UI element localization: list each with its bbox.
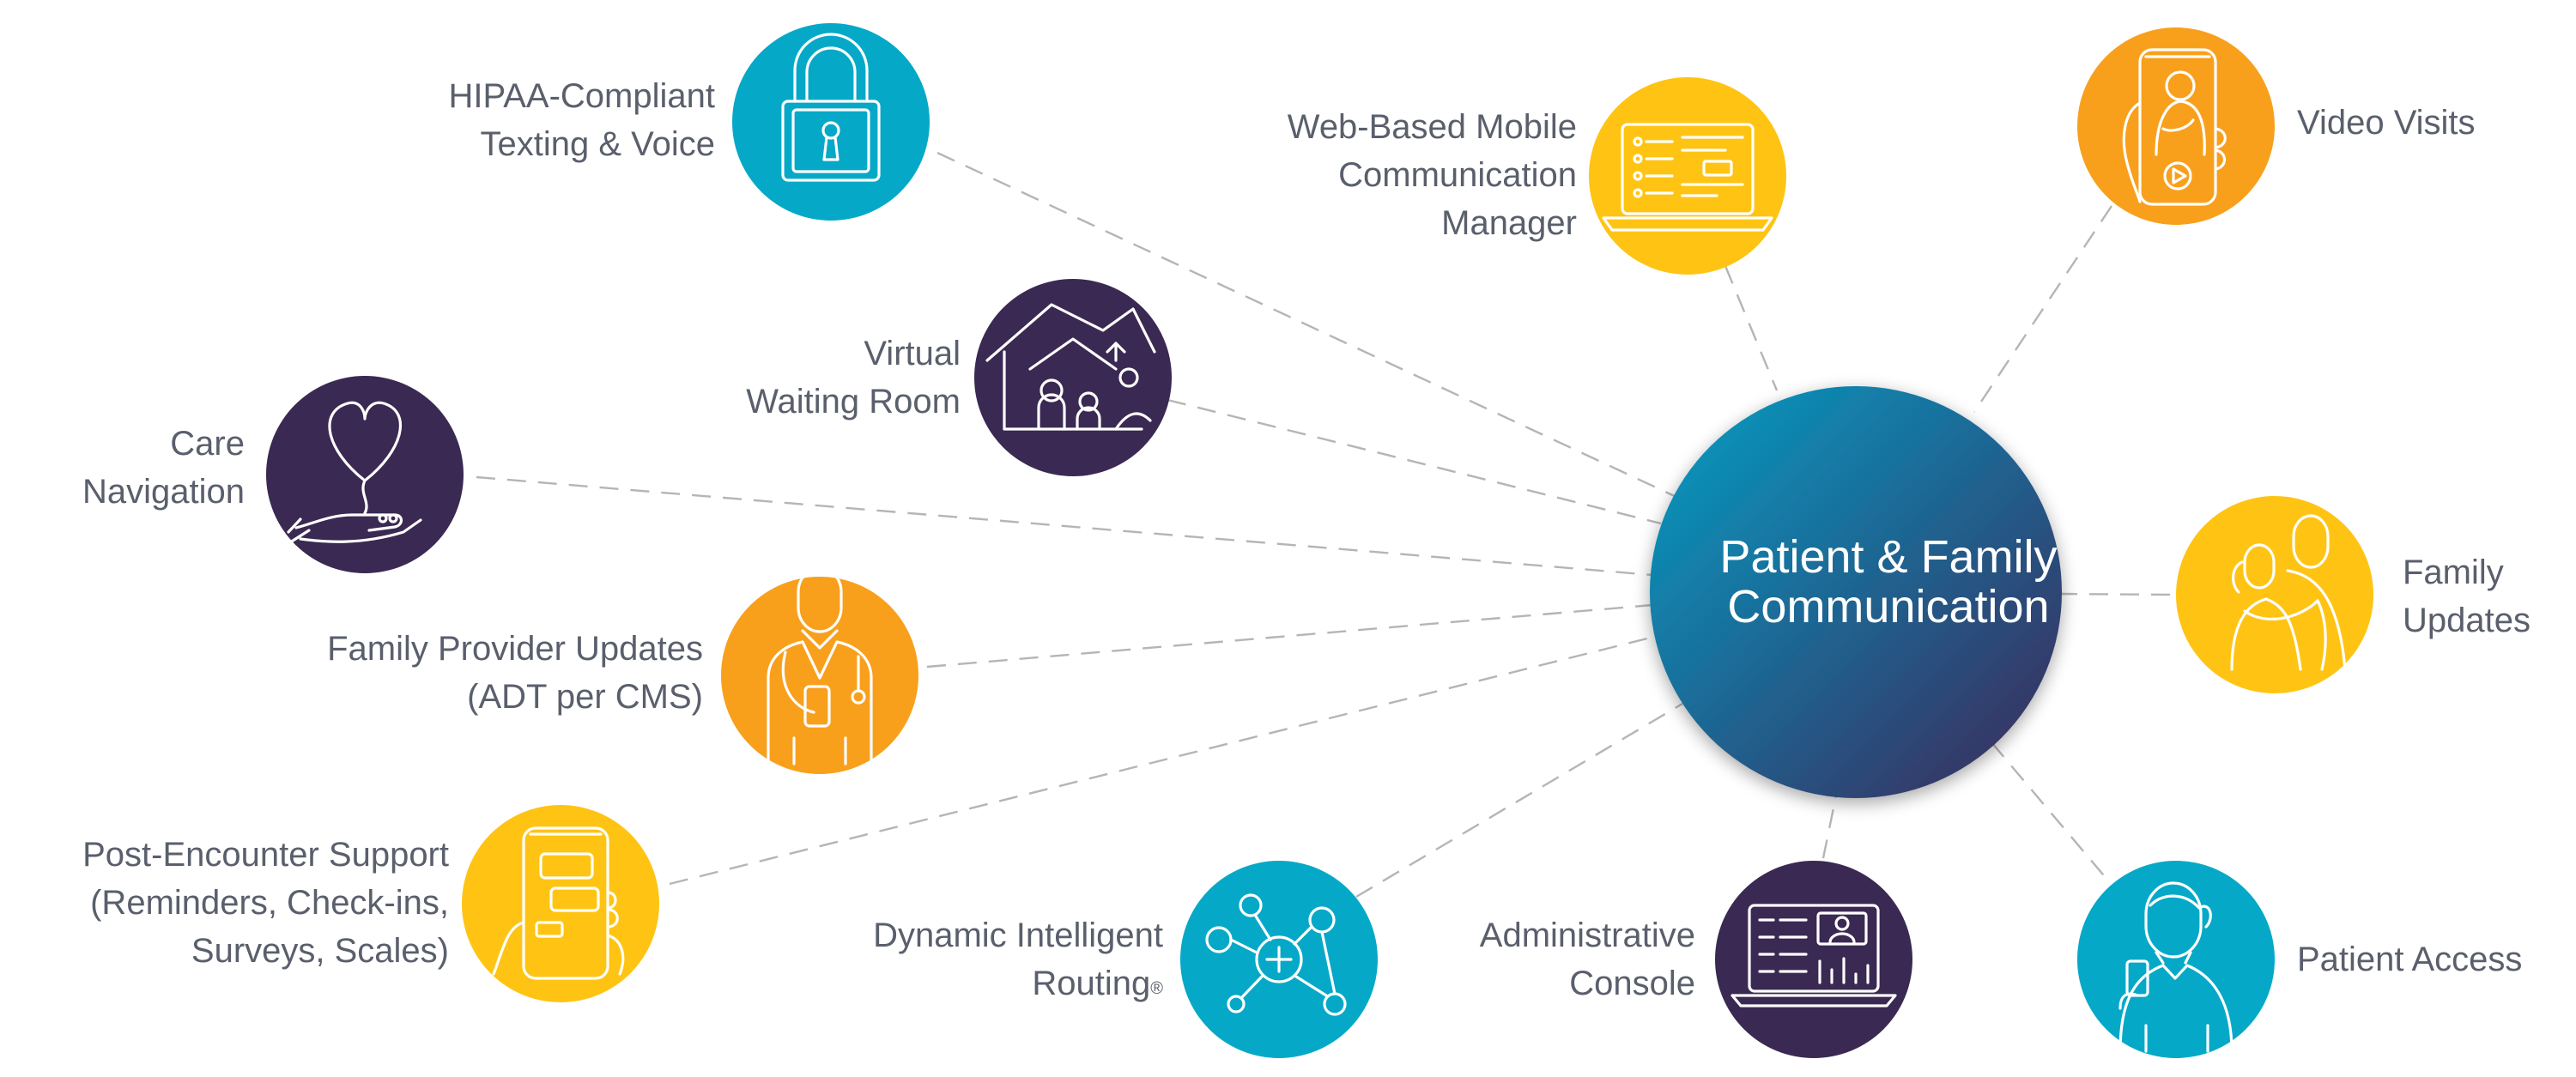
label-care-navigation: Care Navigation [82, 420, 245, 516]
label-line: Virtual [864, 335, 961, 372]
padlock-icon [781, 33, 881, 182]
label-line: Dynamic Intelligent [873, 917, 1163, 954]
label-virtual-waiting: Virtual Waiting Room [746, 330, 961, 426]
hub-circle [1650, 386, 2062, 798]
connector-web-mobile [1724, 265, 1779, 391]
connector-family-provider [926, 603, 1653, 669]
connector-lines [476, 151, 2177, 899]
label-family-provider: Family Provider Updates (ADT per CMS) [327, 625, 703, 721]
node-video-visits[interactable] [2077, 27, 2275, 225]
connector-dynamic-routing [1355, 702, 1683, 899]
label-post-encounter: Post-Encounter Support (Reminders, Check… [82, 831, 449, 975]
node-post-encounter-circle [462, 805, 659, 1002]
node-web-mobile[interactable] [1589, 77, 1786, 275]
label-line: Waiting Room [746, 383, 961, 421]
routing-network-icon [1205, 893, 1347, 1016]
family-hug-icon [2230, 514, 2347, 671]
label-line: (Reminders, Check-ins, [90, 884, 449, 922]
node-dynamic-routing[interactable] [1180, 861, 1378, 1058]
label-line: Routing® [873, 959, 1163, 1007]
hub-title: Patient & Family Communication [1652, 532, 2124, 632]
label-line: Post-Encounter Support [82, 836, 449, 874]
label-line: Video Visits [2297, 104, 2476, 142]
connector-patient-access [1991, 741, 2108, 880]
registered-mark: ® [1150, 979, 1163, 998]
laptop-dashboard-icon [1730, 904, 1897, 1007]
node-virtual-waiting[interactable] [974, 279, 1172, 476]
label-dynamic-routing: Dynamic Intelligent Routing® [873, 911, 1163, 1007]
node-hipaa[interactable] [732, 23, 930, 221]
label-line: Manager [1441, 204, 1577, 242]
hub-title-line: Patient & Family [1719, 531, 2058, 583]
label-video-visits: Video Visits [2297, 99, 2476, 147]
person-phone-icon [2118, 881, 2234, 1053]
connector-video-visits [1973, 205, 2112, 413]
node-family-provider[interactable] [721, 566, 918, 774]
laptop-list-icon [1602, 123, 1773, 232]
connector-care-navigation [476, 475, 1653, 577]
node-patient-access[interactable] [2077, 861, 2275, 1058]
label-line: HIPAA-Compliant [448, 77, 715, 115]
heart-in-hand-icon [287, 401, 422, 544]
label-line: Administrative [1479, 917, 1695, 954]
phone-video-icon [2122, 48, 2227, 206]
label-line: Texting & Voice [480, 125, 716, 163]
label-line: Family Provider Updates [327, 630, 703, 668]
node-admin-console[interactable] [1715, 861, 1912, 1058]
connector-virtual-waiting [1167, 398, 1662, 525]
label-line: (ADT per CMS) [467, 678, 703, 716]
label-line-text: Routing [1032, 965, 1151, 1002]
node-family-updates[interactable] [2176, 496, 2373, 693]
label-line: Care [170, 425, 245, 463]
node-care-navigation[interactable] [266, 376, 464, 573]
connector-post-encounter [669, 633, 1662, 886]
label-family-updates: Family Updates [2403, 548, 2531, 644]
node-admin-console-circle [1715, 861, 1912, 1058]
label-line: Updates [2403, 602, 2531, 639]
label-admin-console: Administrative Console [1480, 911, 1695, 1007]
label-line: Console [1569, 965, 1695, 1002]
connector-hipaa [936, 151, 1679, 499]
node-post-encounter[interactable] [462, 805, 659, 1002]
label-line: Web-Based Mobile [1287, 108, 1577, 146]
house-waiting-room-icon [985, 303, 1156, 431]
phone-chat-icon [492, 826, 625, 980]
connector-family-updates [2058, 592, 2177, 596]
connector-admin-console [1821, 790, 1839, 859]
label-line: Navigation [82, 473, 245, 511]
label-web-mobile: Web-Based Mobile Communication Manager [1288, 103, 1577, 247]
node-care-navigation-circle [266, 376, 464, 573]
label-line: Surveys, Scales) [191, 932, 449, 970]
doctor-with-phone-icon [767, 566, 873, 765]
label-line: Family [2403, 554, 2504, 591]
label-line: Patient Access [2297, 941, 2523, 978]
node-web-mobile-circle [1589, 77, 1786, 275]
node-patient-access-circle [2077, 861, 2275, 1058]
label-hipaa: HIPAA-Compliant Texting & Voice [449, 72, 715, 168]
label-patient-access: Patient Access [2297, 935, 2522, 983]
label-line: Communication [1338, 156, 1577, 194]
node-video-visits-circle [2077, 27, 2275, 225]
hub-title-line: Communication [1727, 581, 2050, 632]
